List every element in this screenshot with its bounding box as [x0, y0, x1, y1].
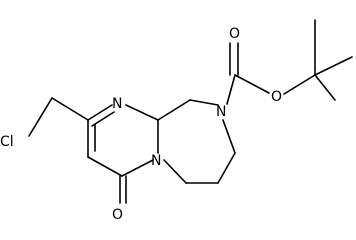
- bond-ester-o-tert-c: [283, 74, 316, 95]
- bond-n9-carbamate-c: [226, 74, 236, 105]
- bond-ch2-c2: [51, 97, 89, 121]
- atom-label-ring-nitrogen-top: N: [112, 96, 122, 112]
- bond-tert-c-methyl-lower: [314, 74, 336, 101]
- bond-c2-n1: [87, 104, 113, 121]
- bond-n1-c9a: [125, 104, 159, 121]
- atom-label-chlorine: Cl: [0, 134, 14, 150]
- bond-ch2-top-n9: [189, 99, 219, 106]
- bond-c9a-ch2-top: [157, 99, 191, 121]
- atom-label-ester-carbonyl-oxygen: O: [229, 26, 240, 42]
- atom-label-carbonyl-oxygen-bottom: O: [112, 207, 123, 222]
- atom-label-ester-oxygen: O: [271, 89, 282, 105]
- bond-tert-c-methyl-right: [314, 56, 353, 76]
- atom-label-group: Cl N N N O O O: [0, 26, 282, 223]
- chemical-structure-diagram: Cl N N N O O O: [0, 19, 353, 223]
- bond-ch2-right-ch2-bottom: [217, 152, 236, 184]
- bond-group: [28, 19, 353, 204]
- bond-n9-ch2-right: [222, 119, 236, 154]
- bond-c4-c3: [87, 156, 123, 177]
- atom-label-ring-nitrogen-bottom: N: [151, 153, 161, 169]
- bond-c2-n1-double: [91, 111, 115, 127]
- bond-ch2-left-n5: [163, 159, 187, 184]
- bond-carbamate-c-ester-o: [234, 74, 270, 94]
- atom-label-ring-nitrogen-right: N: [216, 104, 226, 120]
- bond-cl-ch2: [28, 97, 53, 137]
- bond-n5-c4: [121, 159, 154, 177]
- structure-svg: Cl N N N O O O: [0, 19, 353, 223]
